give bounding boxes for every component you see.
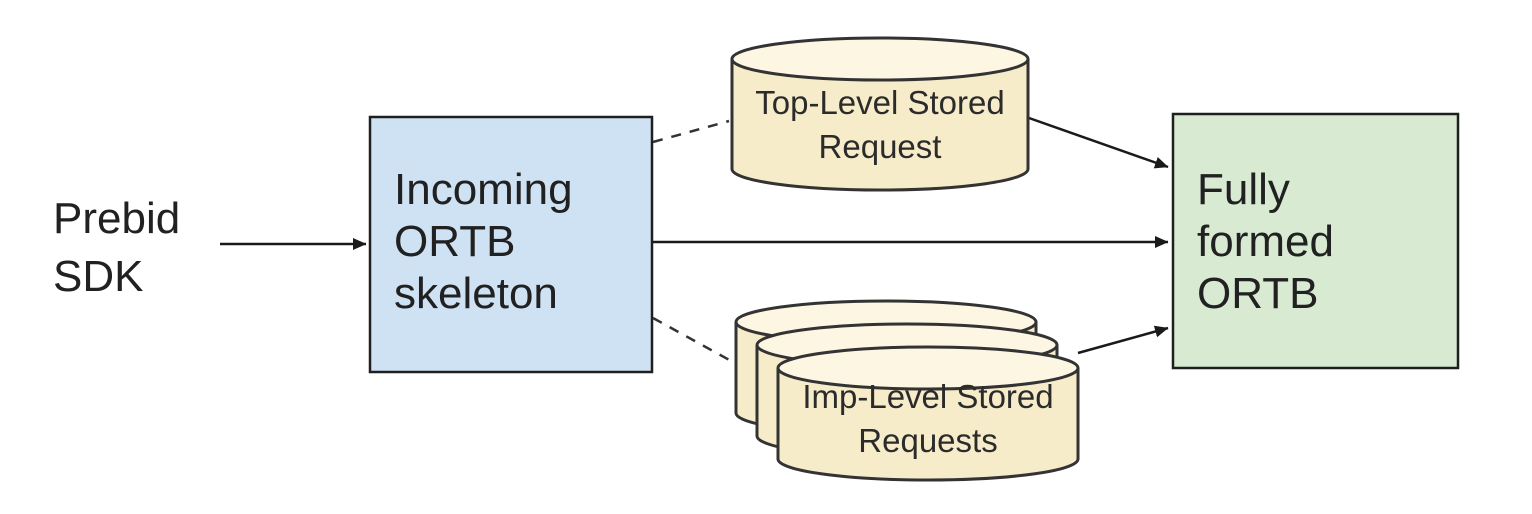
node-incoming-ortb-skeleton: Incoming ORTB skeleton (368, 115, 654, 374)
incoming-ortb-box (368, 115, 654, 374)
prebid-sdk-label-line2: SDK (53, 252, 143, 301)
fully-formed-label-line2: formed (1197, 217, 1334, 266)
imp-front-cylinder-top-face (776, 345, 1080, 391)
imp-level-stored-label-line1: Imp-Level Stored (802, 378, 1053, 415)
fully-formed-label-line3: ORTB (1197, 269, 1318, 318)
edge-incoming-ortb-to-imp-level-stored (652, 316, 734, 364)
top-level-stored-label-line1: Top-Level Stored (755, 84, 1004, 121)
node-imp-level-stored-requests: Imp-Level Stored Requests (734, 299, 1080, 482)
edge-imp-level-stored-to-fully-formed (1077, 325, 1169, 355)
node-top-level-stored-request: Top-Level Stored Request (730, 36, 1030, 192)
edge-top-level-stored-to-fully-formed (1028, 116, 1169, 169)
top-level-cylinder-top-face (730, 36, 1030, 82)
imp-level-stored-label-line2: Requests (858, 422, 997, 459)
fully-formed-ortb-box (1171, 112, 1460, 370)
imp-level-cylinder-front: Imp-Level Stored Requests (776, 345, 1080, 482)
top-level-cylinder-body (730, 59, 1030, 192)
fully-formed-label-line1: Fully (1197, 165, 1290, 214)
incoming-ortb-label-line2: ORTB (394, 217, 515, 266)
edge-incoming-ortb-to-top-level-stored (652, 119, 730, 144)
incoming-ortb-label-line1: Incoming (394, 165, 573, 214)
node-prebid-sdk: Prebid SDK (53, 194, 180, 301)
prebid-sdk-label-line1: Prebid (53, 194, 180, 243)
top-level-stored-label-line2: Request (819, 128, 942, 165)
incoming-ortb-label-line3: skeleton (394, 269, 558, 318)
node-fully-formed-ortb: Fully formed ORTB (1171, 112, 1460, 370)
imp-front-cylinder-body (776, 368, 1080, 482)
